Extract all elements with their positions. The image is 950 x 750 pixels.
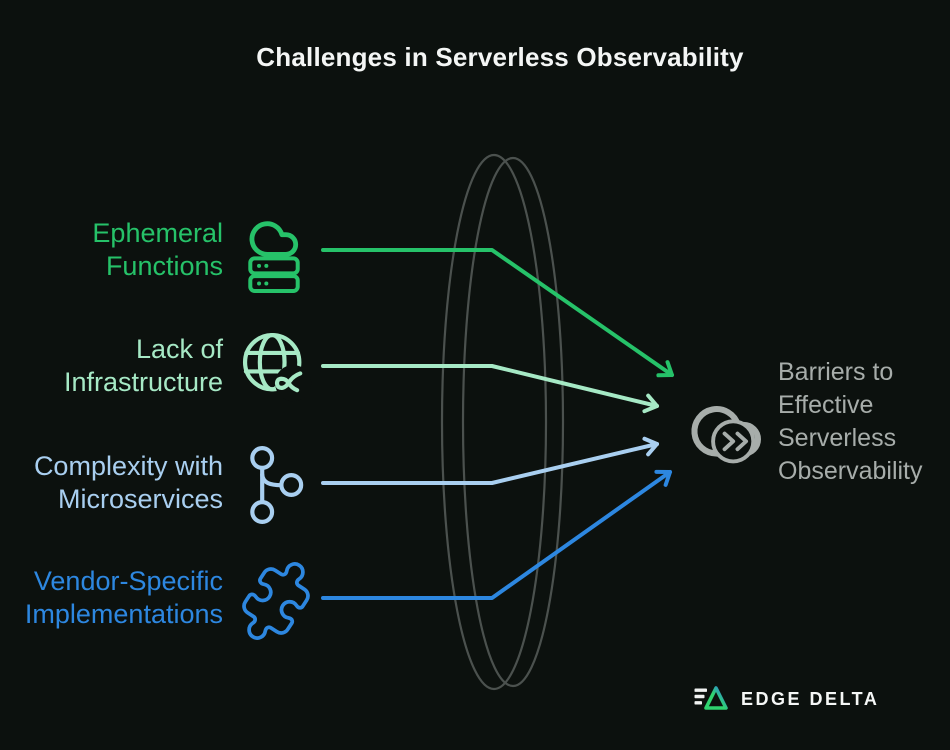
cloud-server-icon [248,221,300,294]
label-line: Functions [105,251,223,281]
lens-ellipses [440,153,565,691]
label-line: Lack of [135,334,223,364]
brand-logo: EDGE DELTA [694,684,879,714]
challenge-label-complexity-microservices: Complexity with Microservices [34,450,223,516]
challenge-label-ephemeral-functions: Ephemeral Functions [92,217,223,283]
arrow-ephemeral-functions [321,248,674,378]
globe-disconnected-icon [242,332,312,402]
outcome-line: Effective [778,391,874,419]
label-line: Ephemeral [92,218,223,248]
outcome-label: Barriers to Effective Serverless Observa… [778,356,923,488]
cloud-chevrons-icon [691,406,761,464]
flow-arrows [321,248,674,600]
label-line: Microservices [57,484,223,514]
outcome-line: Barriers to [778,358,894,386]
edge-delta-logo-icon [694,686,728,710]
arrow-lack-of-infrastructure [321,364,659,414]
challenge-label-vendor-specific: Vendor-Specific Implementations [25,565,223,631]
arrow-complexity-microservices [321,436,659,485]
microservices-nodes-icon [250,446,304,524]
label-line: Complexity with [33,451,223,481]
lens-front-ellipse [440,153,548,691]
label-line: Vendor-Specific [33,566,223,596]
label-line: Implementations [24,599,223,629]
diagram-title: Challenges in Serverless Observability [256,42,744,72]
puzzle-piece-icon [242,562,310,640]
label-line: Infrastructure [63,367,223,397]
arrow-vendor-specific [321,469,672,600]
lens-back-ellipse [461,156,565,688]
outcome-line: Serverless [778,424,897,452]
outcome-line: Observability [778,457,923,485]
challenge-label-lack-of-infrastructure: Lack of Infrastructure [64,333,223,399]
brand-name: EDGE DELTA [741,688,880,709]
